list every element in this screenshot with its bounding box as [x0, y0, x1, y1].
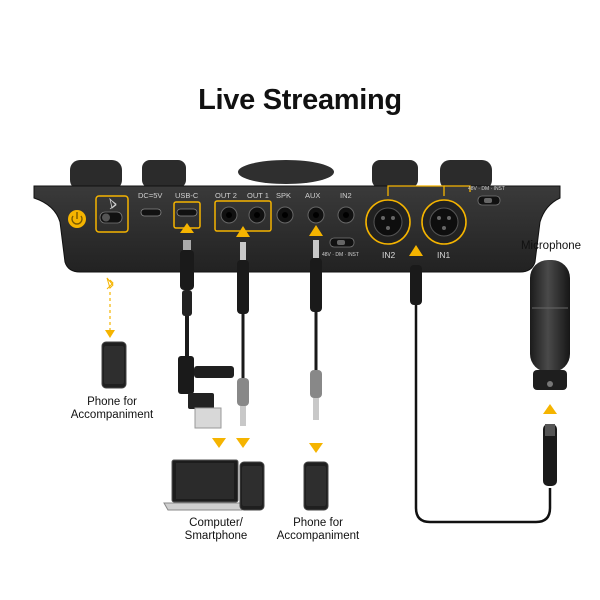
xlr-cable — [410, 265, 557, 524]
out1-aux-cable — [237, 242, 249, 426]
phone-right-label: Phone for Accompaniment — [262, 517, 374, 543]
smartphone-device — [239, 461, 265, 511]
aux-cable — [310, 240, 322, 420]
in2-xlr-label: IN2 — [382, 250, 396, 260]
page-title: Live Streaming — [198, 84, 402, 116]
bluetooth-connection — [105, 277, 115, 338]
usb-cable — [178, 240, 234, 429]
phone-left-label-line1: Phone for — [87, 396, 137, 408]
arrow-to-phone-right — [309, 443, 323, 453]
aux-port-label: AUX — [305, 191, 320, 200]
arrow-to-aux — [309, 225, 323, 236]
phone-left-label: Phone for Accompaniment — [56, 396, 168, 422]
microphone-label: Microphone — [520, 240, 582, 252]
arrow-to-out1 — [236, 226, 250, 237]
switch-right-label: 48V · DM · INST — [468, 186, 505, 192]
usbc-port-label: USB-C — [175, 191, 199, 200]
laptop-device — [163, 459, 247, 511]
spk-jack — [276, 206, 294, 224]
bluetooth-switch — [95, 195, 129, 233]
arrow-to-mic — [543, 404, 557, 414]
aux-jack — [307, 206, 325, 224]
computer-label: Computer/ Smartphone — [160, 517, 272, 543]
out1-port-label: OUT 1 — [247, 191, 269, 200]
arrow-to-in1 — [409, 245, 423, 256]
arrow-to-usbc — [180, 223, 194, 233]
xlr-in2-port — [365, 199, 411, 245]
computer-label-line2: Smartphone — [184, 530, 248, 542]
device-knobs — [70, 160, 492, 190]
dc-port — [140, 208, 162, 217]
arrow-to-computer — [212, 438, 226, 448]
xlr-in1-port — [421, 199, 467, 245]
microphone-device — [530, 260, 570, 390]
phone-right-label-line1: Phone for — [293, 517, 343, 529]
in2-jack-label: IN2 — [340, 191, 352, 200]
phone-right-label-line2: Accompaniment — [276, 530, 360, 542]
phone-left-device — [101, 341, 127, 389]
in1-xlr-label: IN1 — [437, 250, 451, 260]
phone-right-device — [303, 461, 329, 511]
phone-left-label-line2: Accompaniment — [70, 409, 154, 421]
in2-small-jack — [337, 206, 355, 224]
out2-jack — [220, 206, 238, 224]
usbc-port — [176, 208, 198, 217]
switch-mid-label: 48V · DM · INST — [322, 252, 359, 258]
computer-label-line1: Computer/ — [189, 517, 243, 529]
power-button-icon — [68, 210, 86, 228]
out1-jack — [248, 206, 266, 224]
bluetooth-icon — [109, 197, 117, 210]
spk-port-label: SPK — [276, 191, 291, 200]
arrow-to-computer-2 — [236, 438, 250, 448]
out2-port-label: OUT 2 — [215, 191, 237, 200]
dc-port-label: DC=5V — [138, 191, 162, 200]
